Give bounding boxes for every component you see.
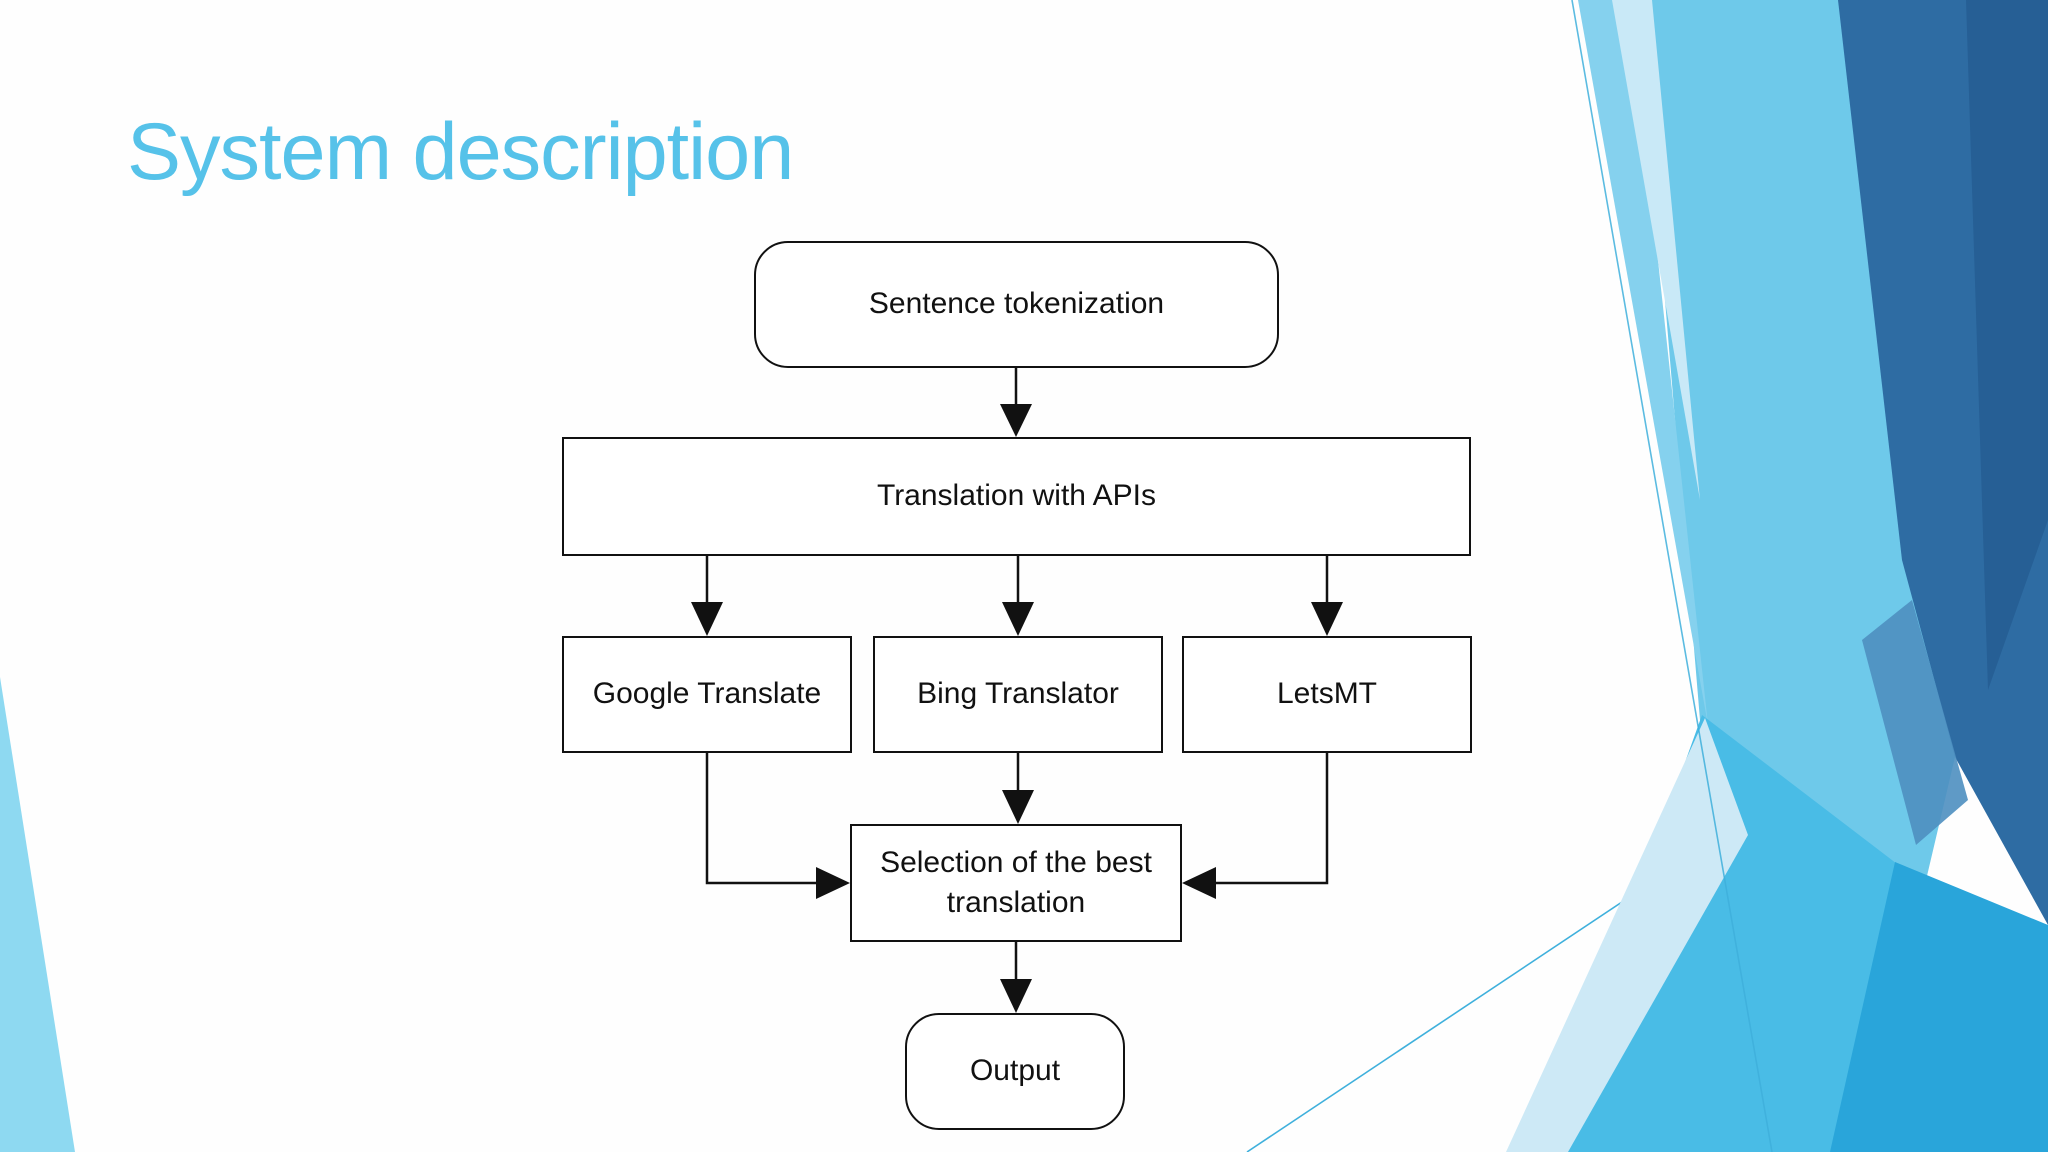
node-sentence-tokenization-label: Sentence tokenization [868,287,1165,321]
facet-shape-lightest-top [1612,0,1700,500]
edge-google-to-selection [705,753,818,885]
facet-shape-darker-steel [1966,0,2048,690]
arrowhead-letsmt-to-selection [1182,867,1216,899]
node-bing-translator: Bing Translator [873,636,1163,753]
node-bing-translator-label: Bing Translator [917,677,1119,711]
node-letsmt: LetsMT [1182,636,1472,753]
arrowhead-bing-to-selection [1002,790,1034,824]
node-sentence-tokenization: Sentence tokenization [754,241,1279,368]
node-selection-of-best-translation-label: Selection of the best translation [880,845,1152,920]
facet-shape-steel-stripe [1862,600,1968,845]
node-translation-with-apis: Translation with APIs [562,437,1471,556]
edge-letsmt-to-selection [1214,753,1329,885]
facet-shape-medium-bottom-left [1545,715,1905,1152]
node-output: Output [905,1013,1125,1130]
facet-thin-line-a [1571,0,1773,1152]
arrowhead-google-to-selection [816,867,850,899]
arrowhead-apis-to-bing [1002,602,1034,636]
slide-title: System description [127,107,794,197]
node-letsmt-label: LetsMT [1276,677,1378,711]
node-selection-of-best-translation: Selection of the best translation [850,824,1182,942]
node-output-label: Output [969,1054,1061,1088]
node-google-translate-label: Google Translate [592,677,822,711]
facet-shape-medium-bottom-right [1830,862,2048,1152]
facet-shape-lightest-bottom-band [1506,718,1748,1152]
facet-shape-light-band [1578,0,1708,725]
arrowhead-apis-to-google [691,602,723,636]
node-translation-with-apis-label: Translation with APIs [876,479,1156,513]
arrowhead-tokenization-to-apis [1000,404,1032,437]
arrowhead-apis-to-letsmt [1311,602,1343,636]
facet-shape-left-wedge [0,677,75,1152]
arrowhead-selection-to-output [1000,979,1032,1013]
node-google-translate: Google Translate [562,636,852,753]
